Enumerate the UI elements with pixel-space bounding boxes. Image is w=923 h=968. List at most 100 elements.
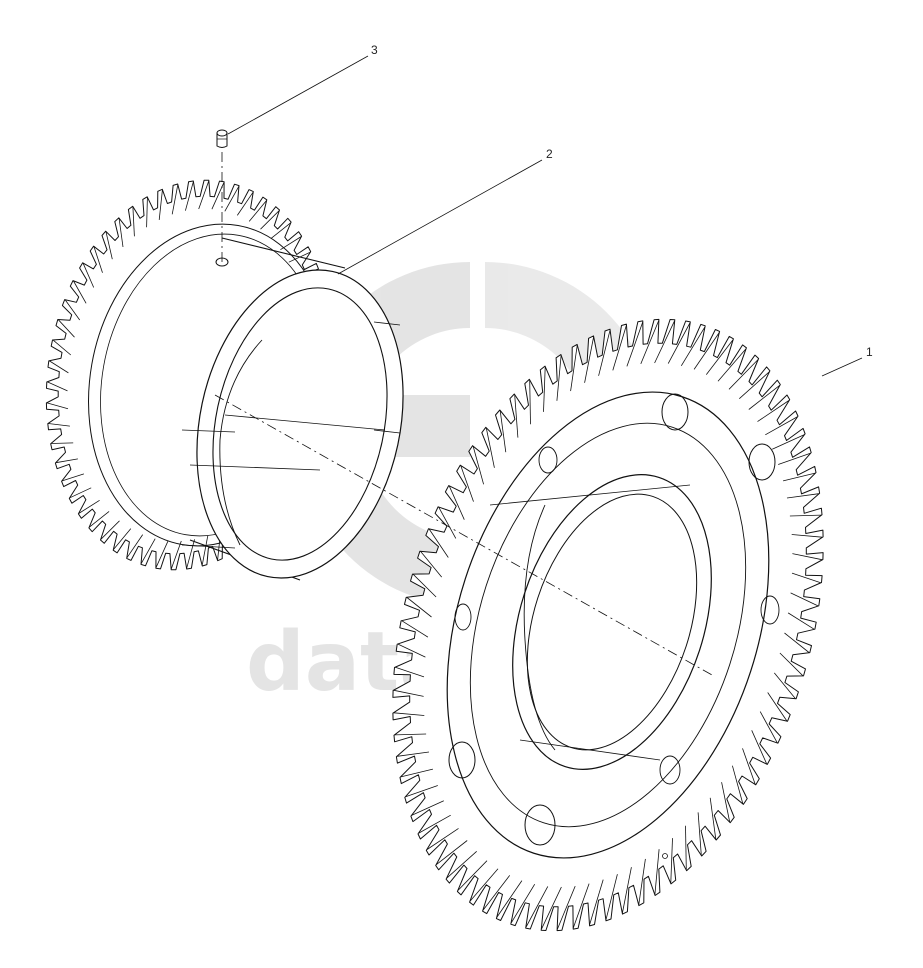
large-gear-marking-dot <box>662 853 668 859</box>
gear-tooth-flank <box>786 493 819 499</box>
gear-tooth-flank <box>100 520 120 540</box>
gear-tooth-flank <box>158 190 163 220</box>
large-gear-inner-ring <box>469 422 747 828</box>
gear-tooth-flank <box>46 402 69 410</box>
large-helical-gear <box>392 318 824 932</box>
gear-tooth-flank <box>654 849 660 895</box>
leader-line-3 <box>227 55 369 135</box>
gear-tooth-flank <box>170 540 182 570</box>
callout-label-2: 2 <box>546 147 553 161</box>
gear-tooth-flank <box>51 442 74 444</box>
gear-tooth-flank <box>670 838 673 883</box>
gear-tooth-flank <box>457 860 488 891</box>
gear-tooth-flank <box>171 184 179 215</box>
gear-hole <box>748 443 776 481</box>
gear-tooth-flank <box>790 592 819 607</box>
gear-tooth-flank <box>717 348 747 382</box>
gear-tooth-flank <box>709 797 717 840</box>
hub-slot-line <box>181 429 236 433</box>
gear-tooth-flank <box>570 345 578 392</box>
gear-tooth-flank <box>556 885 576 930</box>
gear-tooth-flank <box>732 765 744 804</box>
gear-tooth-flank <box>742 748 756 785</box>
gear-tooth-flank <box>680 326 706 367</box>
gear-tooth-flank <box>496 880 523 918</box>
gear-tooth-flank <box>705 339 734 375</box>
gear-tooth-flank <box>482 875 511 911</box>
gear-tooth-flank <box>572 883 590 929</box>
hub-front-face-inner <box>212 287 388 561</box>
gear-tooth-flank <box>784 632 810 653</box>
watermark-logo-bar <box>395 395 470 457</box>
gear-tooth-flank <box>448 485 465 520</box>
callout-label-1: 1 <box>866 345 873 359</box>
gear-tooth-flank <box>791 534 823 538</box>
gear-tooth-flank <box>778 452 811 465</box>
gear-tooth-flank <box>697 812 702 856</box>
gear-tooth-flank <box>438 507 457 539</box>
gear-hole <box>659 755 681 785</box>
gear-tooth-flank <box>198 180 210 210</box>
gear-hole <box>760 595 780 625</box>
gear-tooth-flank <box>765 416 798 436</box>
gear-tooth-flank <box>126 534 144 558</box>
gear-tooth-flank <box>469 868 499 902</box>
gear-tooth-flank <box>751 730 768 765</box>
gear-tooth-flank <box>248 200 267 222</box>
gear-tooth-flank <box>791 572 821 584</box>
large-gear-bore-shadow <box>523 504 556 751</box>
gear-tooth-flank <box>640 320 660 365</box>
gear-hole <box>661 393 689 431</box>
gear-tooth-flank <box>394 733 427 736</box>
gear-tooth-flank <box>401 620 429 638</box>
gear-tooth-flank <box>685 825 687 870</box>
gear-tooth-flank <box>667 322 691 364</box>
callout-label-3: 3 <box>371 43 378 57</box>
hub-body-top <box>221 237 346 269</box>
gear-tooth-profile <box>392 318 824 932</box>
gear-tooth-flank <box>584 336 594 383</box>
gear-tooth-flank <box>49 360 69 374</box>
gear-tooth-flank <box>556 355 562 401</box>
gear-tooth-flank <box>393 712 425 716</box>
gear-hole <box>538 446 558 474</box>
gear-tooth-flank <box>146 197 148 228</box>
leader-line-2 <box>337 159 543 275</box>
gear-tooth-flank <box>400 768 433 778</box>
gear-tooth-flank <box>789 514 822 517</box>
gear-tooth-flank <box>260 210 280 230</box>
gear-tooth-flank <box>47 381 68 392</box>
gear-tooth-flank <box>748 385 780 410</box>
gear-tooth-flank <box>82 263 95 288</box>
gear-tooth-flank <box>418 814 451 834</box>
gear-tooth-flank <box>93 246 103 273</box>
gear-tooth-flank <box>224 186 240 212</box>
gear-tooth-flank <box>186 539 195 569</box>
gear-tooth-flank <box>405 785 438 798</box>
gear-tooth-flank <box>428 528 449 558</box>
gear-tooth-flank <box>48 423 70 427</box>
hub-bore-line-bottom <box>189 464 321 471</box>
large-gear-teeth <box>392 318 824 932</box>
gear-tooth-flank <box>485 427 495 468</box>
hub-bore-line-top <box>224 414 386 431</box>
gear-tooth-flank <box>525 886 549 928</box>
pin <box>216 129 228 148</box>
gear-tooth-flank <box>270 222 291 239</box>
gear-tooth-flank <box>598 330 611 376</box>
gear-tooth-flank <box>757 400 790 422</box>
gear-tooth-flank <box>541 886 562 930</box>
gear-tooth-flank <box>728 359 759 390</box>
small-helical-gear-with-hub <box>45 179 404 581</box>
gear-axis-line <box>214 394 713 676</box>
gear-tooth-flank <box>767 692 788 722</box>
gear-tooth-flank <box>89 511 110 528</box>
gear-tooth-flank <box>654 320 675 364</box>
gear-tooth-flank <box>105 231 113 260</box>
gear-tooth-flank <box>622 867 632 914</box>
gear-tooth-flank <box>460 465 474 502</box>
gear-tooth-flank <box>420 551 443 578</box>
gear-tooth-flank <box>783 472 816 482</box>
gear-tooth-flank <box>69 487 92 499</box>
